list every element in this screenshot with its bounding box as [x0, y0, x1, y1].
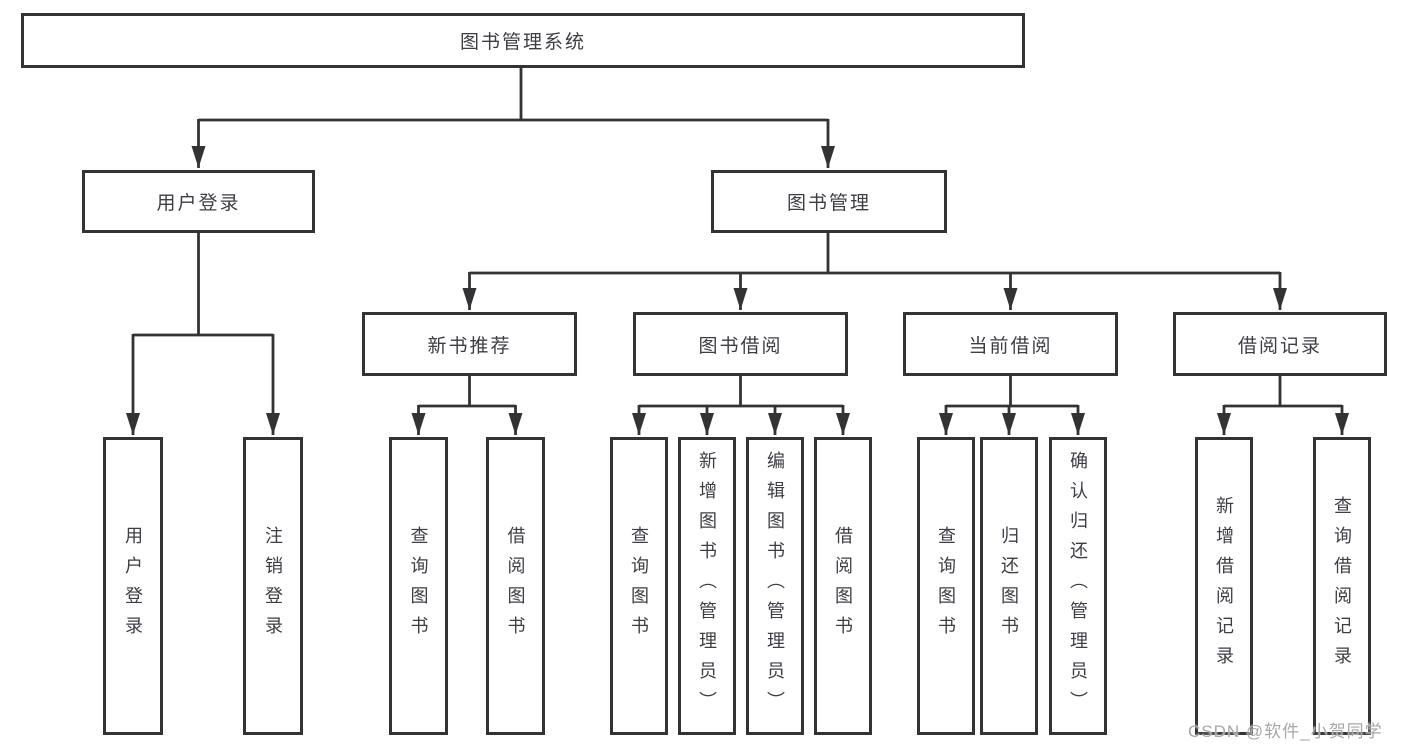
connector-login-trunk — [133, 233, 273, 337]
connector-mgmt-trunk — [469, 233, 1280, 275]
leaf-borrow-add-books-admin: 新增图书（管理员） — [678, 437, 736, 735]
node-current-borrow-label: 当前借阅 — [968, 335, 1053, 357]
leaf-query-borrow-record-label: 查询借阅记录 — [1332, 496, 1352, 676]
leaf-borrow-query-books-label: 查询图书 — [629, 526, 649, 646]
leaf-current-confirm-return-admin: 确认归还（管理员） — [1049, 437, 1107, 735]
node-library-system-label: 图书管理系统 — [459, 32, 586, 53]
node-library-system: 图书管理系统 — [21, 13, 1025, 68]
connector-current-trunk — [946, 376, 1078, 408]
leaf-logout-label: 注销登录 — [263, 526, 283, 646]
csdn-watermark: CSDN @软件_小贺同学 — [1188, 722, 1383, 741]
node-user-login-label: 用户登录 — [156, 193, 241, 214]
node-user-login: 用户登录 — [82, 170, 315, 233]
node-book-management: 图书管理 — [711, 170, 947, 233]
node-borrow-records: 借阅记录 — [1173, 312, 1387, 376]
node-borrow-records-label: 借阅记录 — [1237, 335, 1322, 357]
leaf-current-query-books-label: 查询图书 — [936, 526, 956, 646]
connector-records-trunk — [1224, 376, 1342, 408]
leaf-current-confirm-return-admin-label: 确认归还（管理员） — [1068, 451, 1088, 721]
connector-root-trunk — [198, 67, 828, 122]
leaf-query-borrow-record: 查询借阅记录 — [1313, 437, 1371, 735]
leaf-user-login-label: 用户登录 — [123, 526, 143, 646]
leaf-borrow-borrow-books: 借阅图书 — [814, 437, 872, 735]
connector-borrow-trunk — [639, 376, 843, 408]
leaf-borrow-add-books-admin-label: 新增图书（管理员） — [697, 451, 717, 721]
leaf-recommend-query-books: 查询图书 — [389, 437, 448, 735]
leaf-borrow-borrow-books-label: 借阅图书 — [833, 526, 853, 646]
leaf-recommend-borrow-books-label: 借阅图书 — [505, 526, 526, 646]
node-book-borrow: 图书借阅 — [633, 312, 848, 376]
leaf-add-borrow-record: 新增借阅记录 — [1195, 437, 1253, 735]
leaf-recommend-query-books-label: 查询图书 — [408, 526, 429, 646]
leaf-recommend-borrow-books: 借阅图书 — [486, 437, 545, 735]
node-book-management-label: 图书管理 — [786, 193, 871, 214]
leaf-borrow-edit-books-admin: 编辑图书（管理员） — [746, 437, 804, 735]
connector-recommend-trunk — [418, 376, 516, 408]
leaf-borrow-edit-books-admin-label: 编辑图书（管理员） — [765, 451, 785, 721]
leaf-logout: 注销登录 — [243, 437, 303, 735]
leaf-user-login: 用户登录 — [103, 437, 163, 735]
leaf-current-return-books-label: 归还图书 — [999, 526, 1019, 646]
leaf-current-query-books: 查询图书 — [917, 437, 975, 735]
leaf-add-borrow-record-label: 新增借阅记录 — [1214, 496, 1234, 676]
leaf-borrow-query-books: 查询图书 — [610, 437, 668, 735]
node-book-borrow-label: 图书借阅 — [698, 335, 783, 357]
node-current-borrow: 当前借阅 — [903, 312, 1118, 376]
leaf-current-return-books: 归还图书 — [980, 437, 1038, 735]
node-new-book-recommend: 新书推荐 — [362, 312, 577, 376]
node-new-book-recommend-label: 新书推荐 — [427, 335, 512, 357]
